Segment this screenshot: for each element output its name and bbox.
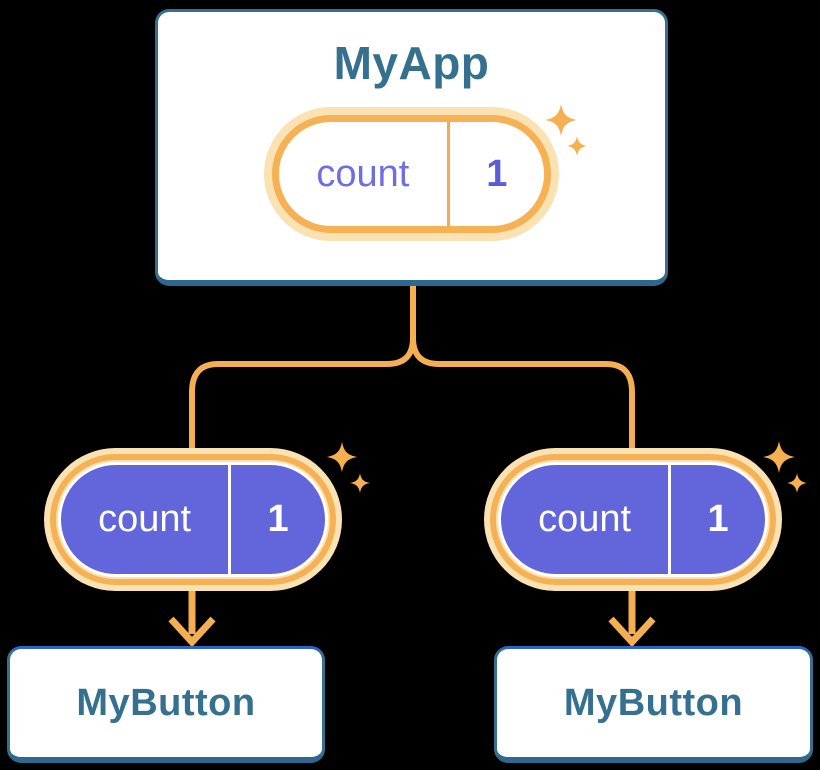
state-key-section: count [61, 465, 228, 574]
state-key-label: count [98, 498, 192, 540]
pill-divider [446, 122, 450, 227]
pill-divider [668, 465, 672, 574]
arrow-down-head-icon [168, 616, 216, 648]
state-pill-ring: count 1 [50, 454, 336, 585]
state-value: 1 [267, 498, 289, 540]
state-key-label: count [538, 498, 632, 540]
pill-divider [228, 465, 232, 574]
state-key-section: count [501, 465, 668, 574]
state-key-label: count [316, 152, 410, 195]
state-pill-ring: count 1 [272, 115, 551, 234]
state-value-section: 1 [231, 465, 325, 574]
root-component-card: MyApp count 1 [155, 9, 668, 286]
branch-connector-left-icon [189, 284, 416, 462]
child-component-card-right: MyButton [494, 646, 813, 763]
state-value-section: 1 [450, 122, 544, 226]
state-value-section: 1 [671, 465, 765, 574]
state-key-section: count [279, 122, 447, 226]
state-pill-ring: count 1 [490, 454, 776, 585]
child-component-title: MyButton [76, 681, 256, 724]
state-value: 1 [707, 498, 729, 540]
child-component-card-left: MyButton [7, 646, 325, 763]
state-pill-body: count 1 [58, 462, 328, 577]
child-component-title: MyButton [563, 681, 744, 724]
state-pill: count 1 [264, 107, 559, 242]
state-pill-body: count 1 [498, 462, 768, 577]
arrow-down-head-icon [608, 616, 656, 648]
root-component-title: MyApp [333, 37, 490, 89]
branch-connector-right-icon [410, 284, 635, 462]
state-value: 1 [486, 152, 508, 195]
child-state-pill-right: count 1 [484, 448, 782, 591]
child-state-pill-left: count 1 [44, 448, 342, 591]
